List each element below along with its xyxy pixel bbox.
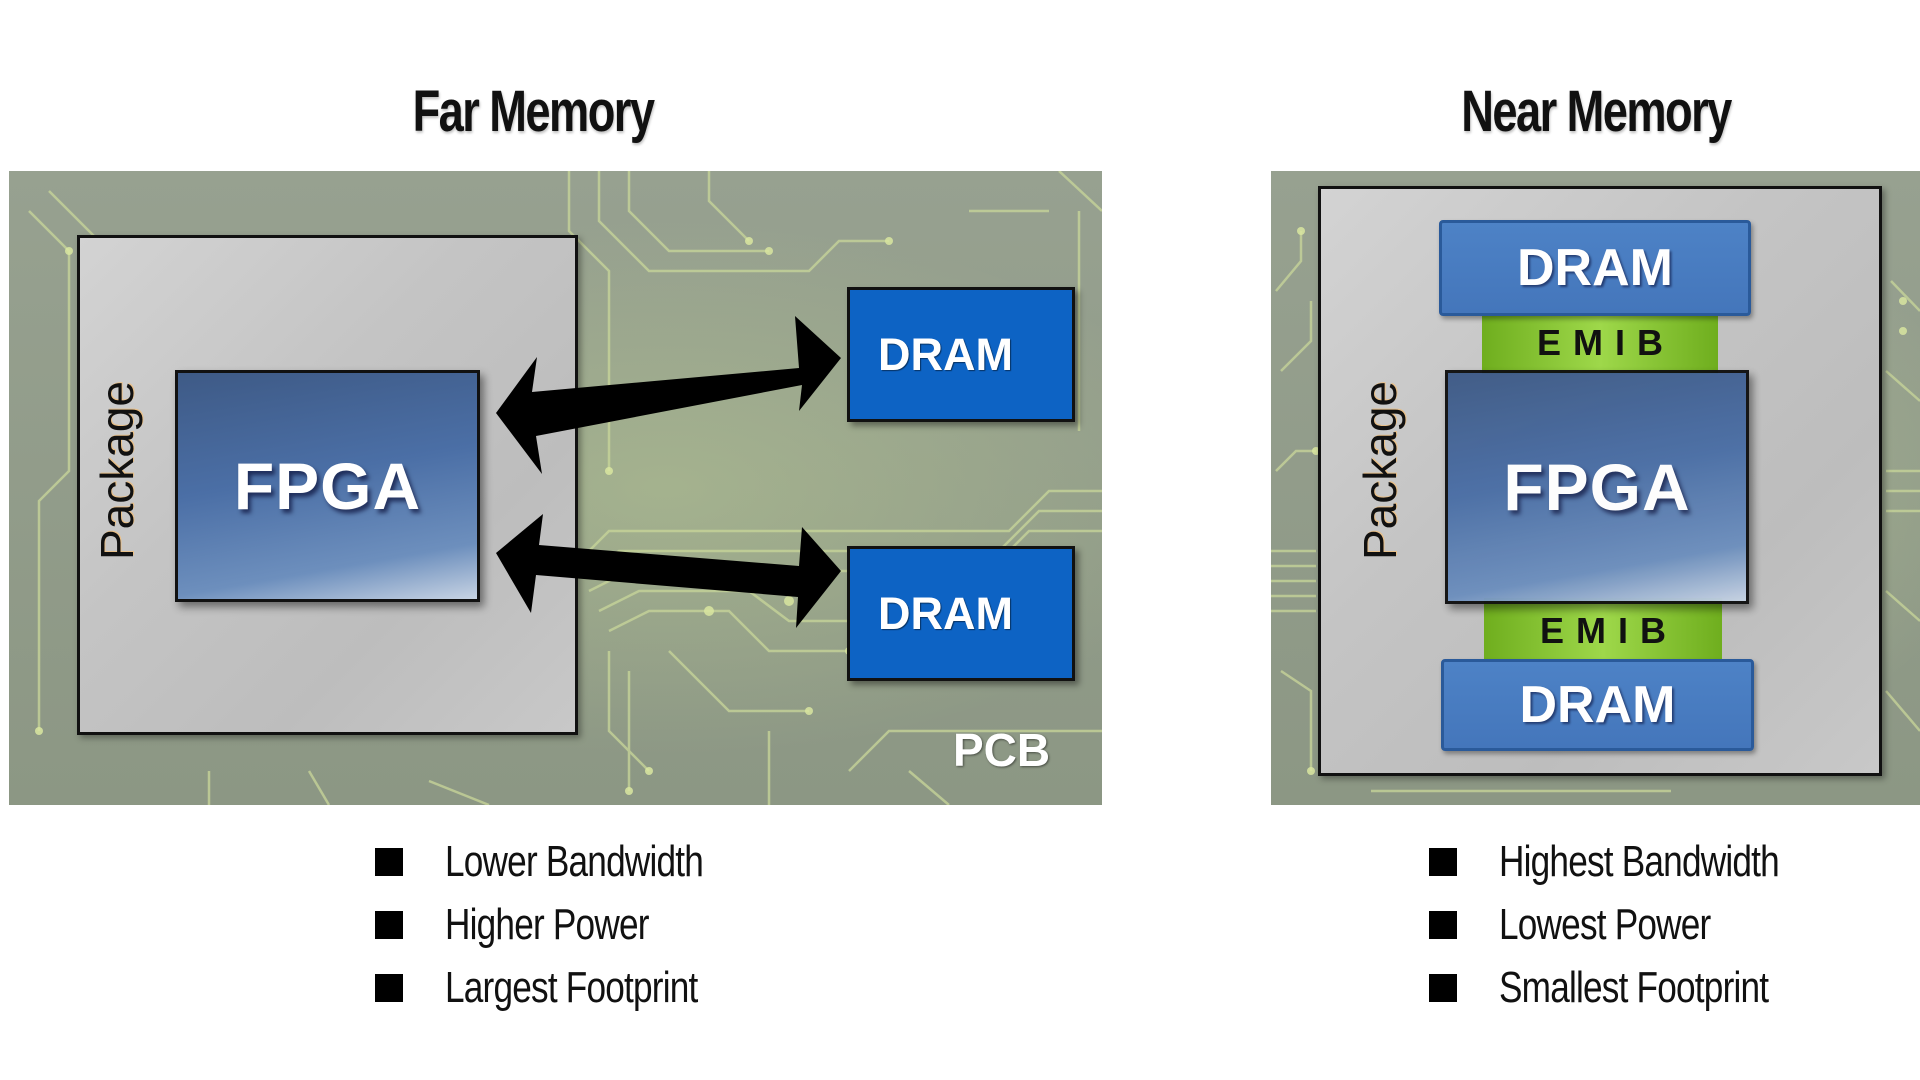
far-fpga-label: FPGA (233, 449, 422, 523)
black-square-bullet-icon (375, 847, 403, 876)
pcb-label: PCB (953, 724, 1051, 776)
far-dram-1: DRAM (847, 287, 1075, 422)
list-item: Lowest Power (1429, 893, 1849, 956)
near-memory-bullets: Highest Bandwidth Lowest Power Smallest … (1429, 830, 1849, 1019)
near-emib-bottom-label: EMIB (1540, 609, 1678, 651)
far-fpga-chip: FPGA (175, 370, 480, 602)
near-dram-bottom: DRAM (1441, 659, 1754, 751)
double-headed-arrow-icon (496, 514, 841, 628)
list-item: Highest Bandwidth (1429, 830, 1849, 893)
near-package-label: Package (1354, 380, 1406, 560)
list-item: Smallest Footprint (1429, 956, 1849, 1019)
near-dram-top-label: DRAM (1517, 239, 1673, 297)
near-fpga-label: FPGA (1503, 450, 1691, 524)
black-square-bullet-icon (375, 973, 403, 1002)
black-square-bullet-icon (1429, 847, 1457, 876)
far-memory-title: Far Memory (412, 79, 655, 144)
near-dram-top: DRAM (1439, 220, 1751, 316)
near-dram-bottom-label: DRAM (1519, 676, 1676, 734)
near-emib-top-label: EMIB (1537, 322, 1675, 363)
far-dram-1-label: DRAM (878, 328, 1013, 380)
far-dram-2-label: DRAM (878, 587, 1013, 639)
list-item: Higher Power (375, 893, 768, 956)
list-item: Lower Bandwidth (375, 830, 768, 893)
near-fpga-chip: FPGA (1445, 370, 1749, 604)
black-square-bullet-icon (375, 910, 403, 939)
far-memory-bullets: Lower Bandwidth Higher Power Largest Foo… (375, 830, 768, 1019)
near-emib-bottom: EMIB (1484, 598, 1722, 663)
far-dram-2: DRAM (847, 546, 1075, 681)
black-square-bullet-icon (1429, 910, 1457, 939)
near-emib-top: EMIB (1482, 312, 1718, 374)
pcb-traces-graphic (1271, 227, 1920, 793)
near-memory-title: Near Memory (1461, 79, 1732, 144)
far-arrows (496, 316, 841, 628)
black-square-bullet-icon (1429, 973, 1457, 1002)
double-headed-arrow-icon (496, 316, 841, 474)
list-item: Largest Footprint (375, 956, 768, 1019)
